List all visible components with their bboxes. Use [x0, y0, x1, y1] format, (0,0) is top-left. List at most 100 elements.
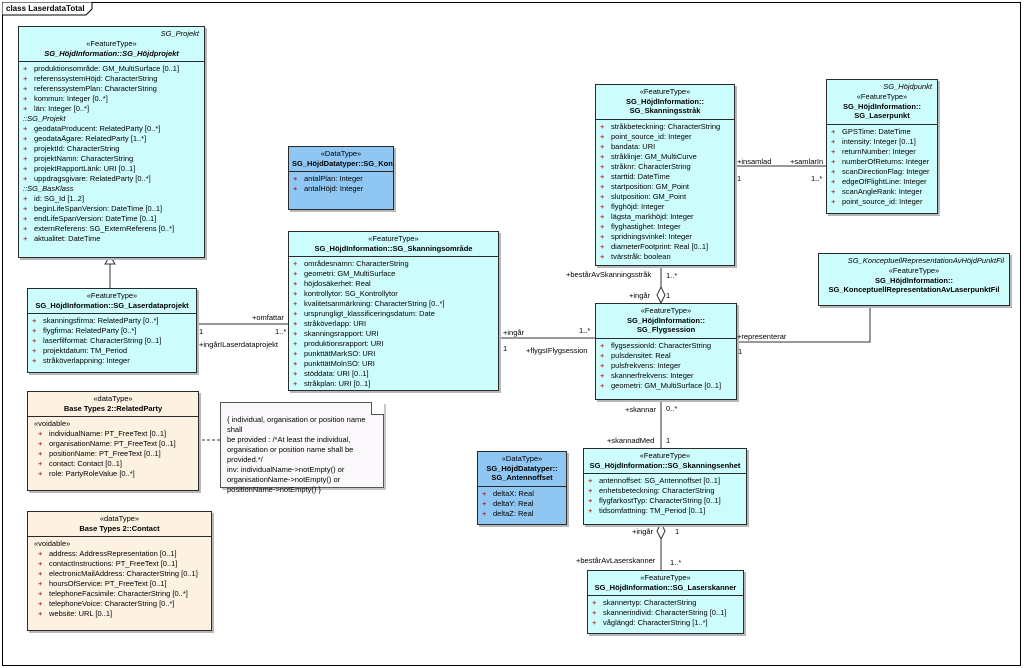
inherited-group: ::SG_BasKlass [23, 184, 74, 193]
multiplicity-label: 1..* [275, 327, 287, 336]
attribute: +projektdatum: TM_Period [32, 346, 128, 355]
attribute: +produktionsrapport: URI [293, 339, 384, 348]
role-label: +flygsIFlygsession [526, 346, 588, 355]
voidable-group: «voidable» [34, 419, 71, 428]
class-skanningsomrade[interactable]: «FeatureType» SG_HöjdInformation::SG_Ska… [288, 231, 499, 391]
attribute: +stråköverlappning: Integer [32, 356, 130, 365]
attribute: +edgeOfFlightLine: Integer [831, 176, 927, 186]
attribute: +geometri: GM_MultiSurface [293, 269, 396, 278]
attribute: +telephoneVoice: CharacterString [0..*] [38, 599, 175, 608]
attribute: +deltaZ: Real [482, 508, 534, 518]
class-laserdataprojekt[interactable]: «FeatureType» SG_HöjdInformation::SG_Las… [27, 288, 197, 373]
note-fold-corner [371, 402, 384, 415]
class-name: SG_HöjdInformation::SG_Skanningsområde [314, 243, 473, 253]
attribute: +returnNumber: Integer [831, 146, 916, 156]
attribute: +starttid: DateTime [600, 171, 670, 181]
constraint-note[interactable]: { individual, organisation or position n… [220, 402, 384, 494]
attribute: +pulsfrekvens: Integer [600, 360, 681, 370]
stereotype: «FeatureType» [640, 573, 691, 582]
attribute: +id: SG_Id [1..2] [23, 194, 85, 203]
attribute: +antalHöjd: Integer [293, 184, 364, 193]
class-laserpunkt[interactable]: SG_Höjdpunkt «FeatureType» SG_HöjdInform… [826, 79, 938, 214]
class-contact[interactable]: «dataType» Base Types 2::Contact «voidab… [27, 511, 212, 631]
attribute: +antalPlan: Integer [293, 174, 363, 183]
class-relatedparty[interactable]: «dataType» Base Types 2::RelatedParty «v… [27, 391, 199, 491]
role-label: +skannadMed [607, 436, 655, 445]
stereotype: «dataType» [99, 514, 140, 523]
attribute: +startposition: GM_Point [600, 181, 689, 191]
attribute: +diameterFootprint: Real [0..1] [600, 241, 709, 251]
attribute: +län: Integer [0..*] [23, 104, 90, 113]
class-kontrollytor[interactable]: «DataType» SG_HöjdDatatyper::SG_Kontroll… [288, 146, 394, 210]
class-name: Base Types 2::RelatedParty [63, 403, 163, 413]
inherited-group: ::SG_Projekt [23, 114, 66, 123]
multiplicity-label: 1 [675, 527, 680, 536]
attribute: +deltaX: Real [482, 488, 534, 498]
attribute: +electronicMailAddress: CharacterString … [38, 569, 198, 578]
attribute: +kommun: Integer [0..*] [23, 94, 108, 103]
attribute: +aktualitet: DateTime [23, 234, 101, 243]
class-flygsession[interactable]: «FeatureType» SG_HöjdInformation:: SG_Fl… [595, 303, 737, 400]
class-antennoffset[interactable]: «DataType» SG_HöjdDatatyper:: SG_Antenno… [477, 451, 567, 525]
class-skanningsenhet[interactable]: «FeatureType» SG_HöjdInformation::SG_Ska… [583, 448, 747, 525]
attribute: +bandata: URI [600, 141, 656, 151]
frame-title: class LaserdataTotal [6, 4, 85, 13]
attribute: +skannerfrekvens: Integer [600, 370, 694, 380]
attribute: +externReferens: SG_ExternReferens [0..*… [23, 224, 175, 233]
voidable-group: «voidable» [34, 539, 71, 548]
attribute: +numberOfReturns: Integer [831, 156, 930, 166]
attribute: +våglängd: CharacterString [1..*] [592, 618, 708, 627]
stereotype: «FeatureType» [640, 306, 692, 315]
role-label: +ingår [629, 291, 651, 300]
attribute: +skanningsfirma: RelatedParty [0..*] [32, 316, 159, 325]
attribute: +stråkplan: URI [0..1] [293, 379, 371, 388]
class-name: SG_HöjdDatatyper::SG_Kontrollytor [292, 158, 393, 168]
multiplicity-label: 1..* [670, 558, 682, 567]
stereotype: «FeatureType» [86, 291, 138, 300]
attribute: +GPSTime: DateTime [831, 126, 911, 136]
stereotype: «DataType» [501, 454, 543, 463]
class-skanningsstrak[interactable]: «FeatureType» SG_HöjdInformation:: SG_Sk… [595, 84, 735, 266]
attribute: +deltaY: Real [482, 498, 534, 508]
attribute: +scanAngleRank: Integer [831, 186, 923, 196]
attribute: +enhetsbeteckning: CharacterString [588, 486, 715, 495]
attribute: +referenssystemHöjd: CharacterString [23, 74, 158, 83]
class-name: SG_HöjdInformation:: SG_Skanningsstråk [626, 96, 704, 116]
attribute: +intensity: Integer [0..1] [831, 136, 916, 146]
role-label: +omfattar [252, 313, 284, 322]
stereotype: «FeatureType» [368, 234, 419, 243]
class-name: SG_HöjdInformation::SG_Skanningsenhet [589, 460, 741, 470]
attribute: +contactInstructions: PT_FreeText [0..1] [38, 559, 178, 568]
attribute: +skannertyp: CharacterString [592, 598, 697, 607]
attribute: +tidsomfattning: TM_Period [0..1] [588, 506, 706, 515]
stereotype: «DataType» [320, 149, 362, 158]
stereotype: «FeatureType» [86, 39, 137, 48]
class-laserskanner[interactable]: «FeatureType» SG_HöjdInformation::SG_Las… [587, 570, 744, 634]
attribute: +punkttätMarkSO: URI [293, 349, 376, 358]
attribute: +höjdosäkerhet: Real [293, 279, 371, 288]
multiplicity-label: 0..* [666, 404, 678, 413]
class-name: SG_HöjdInformation::SG_Laserskanner [594, 582, 737, 592]
class-name: SG_HöjdInformation:: SG_Flygsession [627, 315, 705, 335]
class-name: SG_HöjdInformation::SG_Laserdataprojekt [35, 300, 189, 310]
multiplicity-label: 1 [666, 291, 671, 300]
package-name: SG_Projekt [160, 29, 199, 38]
attribute: +telephoneFacsimile: CharacterString [0.… [38, 589, 188, 598]
class-name: SG_HöjdInformation::SG_Höjdprojekt [44, 48, 179, 58]
class-konceptuell[interactable]: SG_KonceptuellRepresentationAvHöjdPunktF… [818, 253, 1010, 306]
attribute: +stråkbeteckning: CharacterString [600, 121, 721, 131]
multiplicity-label: 1..* [666, 271, 678, 280]
multiplicity-label: 1 [503, 344, 508, 353]
attribute: +role: PartyRoleValue [0..*] [38, 469, 135, 478]
stereotype: «dataType» [93, 394, 133, 403]
package-name: SG_KonceptuellRepresentationAvHöjdPunktF… [847, 256, 1004, 265]
attribute: +uppdragsgivare: RelatedParty [0..*] [23, 174, 151, 183]
class-hojdprojekt[interactable]: SG_Projekt «FeatureType» SG_HöjdInformat… [18, 26, 205, 258]
stereotype: «FeatureType» [856, 92, 908, 101]
attribute: +address: AddressRepresentation [0..1] [38, 549, 177, 558]
attribute: +kvalitetsanmärkning: CharacterString [0… [293, 299, 445, 308]
package-name: SG_Höjdpunkt [883, 82, 932, 91]
multiplicity-label: 1 [666, 436, 671, 445]
class-name: SG_HöjdInformation:: SG_KonceptuellRepre… [828, 275, 1000, 295]
attribute: +contact: Contact [0..1] [38, 459, 122, 468]
